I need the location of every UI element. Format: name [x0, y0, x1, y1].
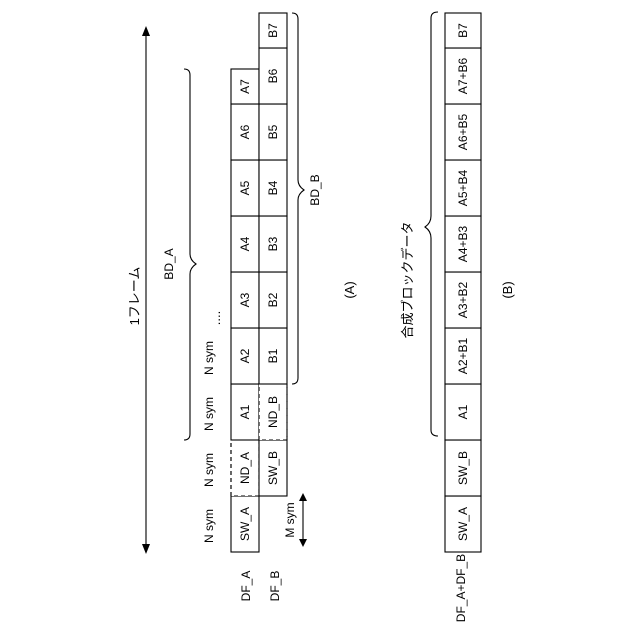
row-ab-cell-2: A1: [445, 384, 481, 440]
row-b-cell-8: B7: [259, 13, 287, 48]
m-sym-arrow-right-head: [299, 493, 307, 501]
row-a-cell-label: A1: [238, 404, 252, 419]
row-ab-cell-label: A1: [456, 404, 470, 419]
row-b-label: DF_B: [268, 571, 282, 602]
row-a-cell-label: ND_A: [238, 452, 252, 484]
row-ab-cell-label: A4+B3: [456, 225, 470, 262]
caption-a: (A): [342, 281, 357, 298]
frame-arrow-left-head: [142, 544, 150, 554]
row-a-cell-label: A2: [238, 348, 252, 363]
n-sym-label-3: N sym: [202, 397, 216, 431]
row-ab-cell-4: A3+B2: [445, 272, 481, 328]
row-b-cell-label: B7: [266, 23, 280, 38]
row-b-cell-label: B2: [266, 292, 280, 307]
row-ab-cell-9: B7: [445, 13, 481, 48]
row-a-cell-1: ND_A: [231, 440, 259, 496]
m-sym-label: M sym: [283, 502, 297, 537]
bd-a-brace: [184, 69, 196, 440]
n-sym-label-1: N sym: [202, 509, 216, 543]
row-b-cell-3: B2: [259, 272, 287, 328]
row-ab-cell-label: A6+B5: [456, 113, 470, 150]
row-ab-label: DF_A+DF_B: [454, 554, 468, 622]
row-b-cell-7: B6: [259, 48, 287, 104]
m-sym-arrow-left-head: [299, 539, 307, 547]
row-a-cell-label: A4: [238, 236, 252, 251]
row-ab-cell-5: A4+B3: [445, 216, 481, 272]
row-b-cell-label: B1: [266, 348, 280, 363]
row-ab-cell-6: A5+B4: [445, 160, 481, 216]
row-ab-cell-0: SW_A: [445, 496, 481, 552]
rotated-layer: 1フレーム N sym N sym N sym N sym BD_A .... …: [127, 12, 515, 622]
row-b-cell-2: B1: [259, 328, 287, 384]
row-b-cell-1: ND_B: [259, 384, 287, 440]
row-b-cell-label: ND_B: [266, 396, 280, 428]
bd-a-label: BD_A: [162, 248, 176, 279]
row-a-cell-4: A3: [231, 272, 259, 328]
row-ab-cell-label: SW_B: [456, 451, 470, 485]
row-b-cell-6: B5: [259, 104, 287, 160]
row-df-b: SW_B ND_B B1 B2 B3 B4 B5 B6 B7: [259, 13, 287, 496]
n-sym-label-2: N sym: [202, 453, 216, 487]
row-ab-cell-label: B7: [456, 23, 470, 38]
frame-arrow-right-head: [142, 26, 150, 36]
row-df-a: SW_A ND_A A1 A2 A3 A4 A5 A6 A7: [231, 69, 259, 552]
row-b-cell-0: SW_B: [259, 440, 287, 496]
row-ab-cell-label: A2+B1: [456, 337, 470, 374]
bd-b-label: BD_B: [308, 174, 322, 205]
row-ab-cell-7: A6+B5: [445, 104, 481, 160]
row-b-cell-label: SW_B: [266, 451, 280, 485]
frame-label: 1フレーム: [127, 267, 142, 326]
row-ab-cell-label: SW_A: [456, 507, 470, 541]
figure-a: 1フレーム N sym N sym N sym N sym BD_A .... …: [127, 13, 357, 601]
row-a-cell-label: SW_A: [238, 507, 252, 541]
row-a-cell-label: A7: [238, 79, 252, 94]
row-ab-cell-1: SW_B: [445, 440, 481, 496]
row-b-cell-label: B6: [266, 68, 280, 83]
row-a-cell-2: A1: [231, 384, 259, 440]
row-b-cell-label: B3: [266, 236, 280, 251]
row-a-cell-6: A5: [231, 160, 259, 216]
row-ab-cell-8: A7+B6: [445, 48, 481, 104]
row-ab-cell-label: A7+B6: [456, 57, 470, 94]
row-b-cell-label: B4: [266, 180, 280, 195]
row-b-cell-label: B5: [266, 124, 280, 139]
bd-b-brace: [292, 13, 304, 384]
row-a-cell-8: A7: [231, 69, 259, 104]
row-a-cell-label: A3: [238, 292, 252, 307]
row-ab-cell-3: A2+B1: [445, 328, 481, 384]
n-sym-label-4: N sym: [202, 341, 216, 375]
row-a-cell-5: A4: [231, 216, 259, 272]
row-a-label: DF_A: [239, 571, 253, 602]
caption-b: (B): [500, 281, 515, 298]
row-a-cell-7: A6: [231, 104, 259, 160]
figure-b: 合成ブロックデータ DF_A+DF_B SW_A SW_B A1 A2+B1 A3+B2…: [400, 12, 515, 622]
composite-label: 合成ブロックデータ: [400, 221, 415, 338]
row-df-a-plus-df-b: SW_A SW_B A1 A2+B1 A3+B2 A4+B3 A5+B4 A6+B5 A7+B6…: [445, 13, 481, 552]
row-ab-cell-label: A3+B2: [456, 281, 470, 318]
row-ab-cell-label: A5+B4: [456, 169, 470, 206]
row-b-cell-4: B3: [259, 216, 287, 272]
row-a-cell-label: A5: [238, 180, 252, 195]
row-b-cell-5: B4: [259, 160, 287, 216]
composite-brace: [425, 12, 438, 436]
row-a-cell-3: A2: [231, 328, 259, 384]
ellipsis: ....: [208, 311, 223, 325]
row-a-cell-0: SW_A: [231, 496, 259, 552]
row-a-cell-label: A6: [238, 124, 252, 139]
